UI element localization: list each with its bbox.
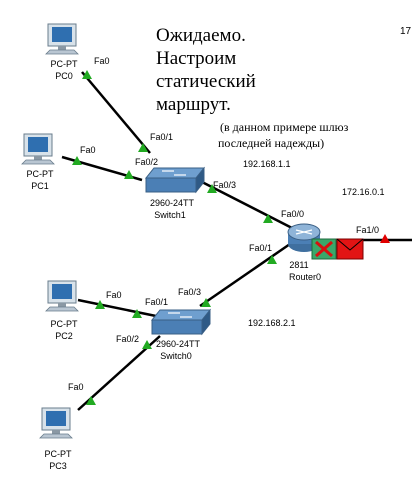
pc3-name-label: PC3 [49,461,67,471]
ip-label-net1: 192.168.1.1 [243,159,291,169]
port-label-sw0-fa0-3: Fa0/3 [178,287,202,297]
pc2-type-label: PC-PT [50,319,78,329]
port-up-indicator [138,143,148,152]
port-up-indicator [142,340,152,349]
link-pc2-switch0 [77,298,157,318]
pc2-icon[interactable] [45,280,79,312]
pc1-icon[interactable] [21,133,55,165]
error-x-icon[interactable] [311,238,337,260]
note-line-3: статический [156,71,256,92]
port-label-pc2-fa0: Fa0 [106,290,122,300]
port-label-sw1-fa0-1: Fa0/1 [150,132,174,142]
port-up-indicator [201,298,211,307]
pc3-type-label: PC-PT [44,449,72,459]
port-label-pc0-fa0: Fa0 [94,56,110,66]
ip-label-net3: 172.16.0.1 [342,187,385,197]
port-label-r0-fa1-0: Fa1/0 [356,225,380,235]
port-up-indicator [72,156,82,165]
router0-type-label: 2811 [289,260,309,270]
pc0-type-label: PC-PT [50,59,78,69]
port-up-indicator [86,396,96,405]
corner-text: 17 [400,26,412,37]
port-up-indicator [95,300,105,309]
note-line-2: Настроим [156,48,237,69]
switch1-name-label: Switch1 [154,210,186,220]
port-up-indicator [263,214,273,223]
note-sub-2: последней надежды) [218,136,325,150]
pc1-name-label: PC1 [31,181,49,191]
port-label-r0-fa0-1: Fa0/1 [249,243,273,253]
port-up-indicator [267,255,277,264]
switch0-icon[interactable] [150,308,212,336]
link-pc0-switch1 [81,71,151,154]
note-sub-1: (в данном примере шлюз [220,120,349,134]
switch0-name-label: Switch0 [160,351,192,361]
port-label-sw0-fa0-2: Fa0/2 [116,334,140,344]
port-label-sw1-fa0-2: Fa0/2 [135,157,159,167]
pc3-icon[interactable] [39,407,73,439]
ip-label-net2: 192.168.2.1 [248,318,296,328]
link-router0-switch0 [199,242,291,308]
port-down-indicator [380,234,390,243]
port-up-indicator [207,184,217,193]
pc2-name-label: PC2 [55,331,73,341]
port-label-sw1-fa0-3: Fa0/3 [213,180,237,190]
switch0-type-label: 2960-24TT [155,339,201,349]
pc0-name-label: PC0 [55,71,73,81]
router0-name-label: Router0 [288,272,322,282]
port-up-indicator [132,309,142,318]
port-up-indicator [124,170,134,179]
port-label-r0-fa0-0: Fa0/0 [281,209,305,219]
port-label-pc3-fa0: Fa0 [68,382,84,392]
switch1-type-label: 2960-24TT [149,198,195,208]
link-switch1-router0 [201,180,295,231]
port-label-pc1-fa0: Fa0 [80,145,96,155]
pc0-icon[interactable] [45,23,79,55]
switch1-icon[interactable] [144,166,206,194]
note-line-1: Ожидаемо. [156,25,246,46]
pc1-type-label: PC-PT [26,169,54,179]
port-up-indicator [82,70,92,79]
note-line-4: маршрут. [156,94,231,115]
envelope-icon[interactable] [336,238,364,260]
port-label-sw0-fa0-1: Fa0/1 [145,297,169,307]
